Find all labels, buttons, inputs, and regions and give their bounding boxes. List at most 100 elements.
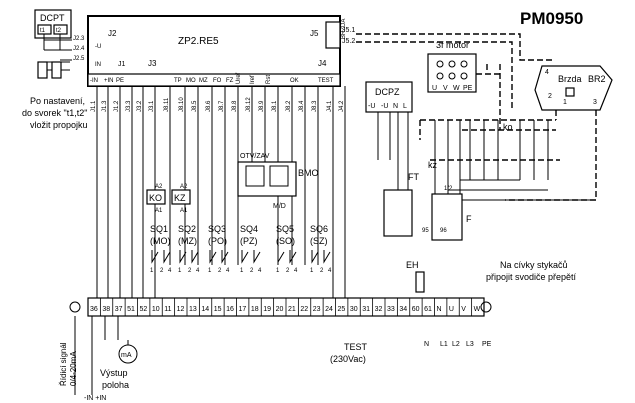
- dcpt-conn-j23: J2.3: [73, 36, 85, 42]
- ft-96: 96: [440, 228, 447, 234]
- connector-pin-6: J8.11: [164, 97, 170, 112]
- limit-switch-func: (PZ): [240, 236, 258, 246]
- terminal-38: 38: [102, 306, 110, 313]
- switch-pin-a: 1: [240, 268, 244, 274]
- connector-pin-10: J8.7: [219, 100, 225, 112]
- brake-pin-2: 2: [548, 93, 552, 100]
- terminal-W: W: [474, 306, 481, 313]
- ft-label: FT: [408, 172, 419, 182]
- terminal-19: 19: [263, 306, 271, 313]
- board-j2: J2: [108, 29, 117, 38]
- dcpt-conn-j24: J2.4: [73, 46, 85, 52]
- board-signal-0: -IN: [90, 78, 98, 84]
- terminal-30: 30: [350, 306, 358, 313]
- note-coil-2: připojit svodiče přepětí: [486, 272, 577, 282]
- board-signal-8: Uref: [236, 72, 242, 84]
- connector-pin-12: J8.12: [246, 97, 252, 112]
- ft-block: FT 1/2 F 95 96: [383, 172, 472, 241]
- supply-L2: L2: [452, 341, 460, 348]
- heater-label: EH: [406, 260, 419, 270]
- limit-switch-name: SQ2: [178, 224, 196, 234]
- bmo-block: OTV/ZAV BMO M/D: [237, 153, 319, 210]
- terminal-12: 12: [177, 306, 185, 313]
- terminal-52: 52: [140, 306, 148, 313]
- switch-pin-b: 2: [188, 268, 192, 274]
- board-u: -U: [95, 44, 101, 50]
- connector-pin-5: J3.1: [149, 100, 155, 112]
- switch-pin-b: 2: [320, 268, 324, 274]
- board-j51: J5.1: [342, 27, 355, 34]
- switch-pin-b: 2: [250, 268, 254, 274]
- board-signal-10: Rst: [266, 75, 272, 84]
- limit-switch-func: (PO): [208, 236, 227, 246]
- connector-pin-17: J8.3: [312, 100, 318, 112]
- dcpt-pin-t2: t2: [56, 28, 62, 34]
- board-signal-7: FZ: [226, 78, 234, 84]
- motor-block: 3f motor U V W PE: [427, 40, 477, 93]
- switch-pin-c: 4: [258, 268, 262, 274]
- dcpz-pin-2: -U: [381, 103, 388, 110]
- dcpz-pin-n: N: [393, 103, 398, 110]
- terminal-37: 37: [115, 306, 123, 313]
- switch-pin-c: 4: [196, 268, 200, 274]
- terminal-60: 60: [412, 306, 420, 313]
- relay-ko-label: KO: [149, 193, 162, 203]
- terminal-17: 17: [239, 306, 247, 313]
- dcpt-conn-j25: J2.5: [73, 56, 85, 62]
- switch-pin-a: 1: [276, 268, 280, 274]
- brake-br2: BR2: [588, 74, 606, 84]
- supply-L3: L3: [466, 341, 474, 348]
- connector-pin-19: J4.2: [339, 100, 345, 112]
- switch-pin-a: 1: [208, 268, 212, 274]
- board-signal-4: MO: [186, 78, 196, 84]
- motor-pin-pe: PE: [463, 85, 473, 92]
- board-brzda: BRZDA: [341, 19, 347, 39]
- note-coil-1: Na cívky stykačů: [500, 260, 568, 270]
- terminal-20: 20: [276, 306, 284, 313]
- terminal-10: 10: [152, 306, 160, 313]
- relay-ko: KO A2 A1: [146, 184, 166, 214]
- ammeter-label: mA: [121, 352, 132, 359]
- note-setting-2: do svorek "t1,t2": [22, 108, 87, 118]
- board-signal-2: PE: [116, 78, 124, 84]
- output-label-1: Výstup: [100, 368, 128, 378]
- contactor-ko: ko: [462, 120, 556, 180]
- contactor-ko-label: ko: [503, 122, 513, 132]
- relay-kz-a2: A2: [180, 184, 188, 190]
- board-j3: J3: [148, 59, 157, 68]
- brake-pin-3: 3: [593, 99, 597, 106]
- output-label-2: poloha: [102, 380, 129, 390]
- board-j52: J5.2: [342, 38, 355, 45]
- connector-pin-15: J8.2: [286, 100, 292, 112]
- limit-switch-func: (SZ): [310, 236, 328, 246]
- board-name: ZP2.RE5: [178, 36, 219, 47]
- connector-pin-3: J3.3: [126, 100, 132, 112]
- dcpt-block: DCPT t1 t2 J2.3 J2.4 J2.5 Po nastavení, …: [22, 9, 88, 130]
- terminal-24: 24: [325, 306, 333, 313]
- connector-pin-9: J8.6: [206, 100, 212, 112]
- test-voltage: (230Vac): [330, 354, 366, 364]
- connector-pin-8: J8.5: [192, 100, 198, 112]
- terminal-51: 51: [127, 306, 135, 313]
- board-in: IN: [95, 62, 101, 68]
- bmo-md: M/D: [273, 203, 286, 210]
- ft-ratio: 1/2: [444, 186, 453, 192]
- supply-PE: PE: [482, 341, 492, 348]
- connector-pin-16: J8.4: [299, 100, 305, 112]
- dcpt-pin-t1: t1: [40, 28, 46, 34]
- board-j4: J4: [318, 59, 327, 68]
- limit-switch-name: SQ1: [150, 224, 168, 234]
- board-signal-3: TP: [174, 78, 182, 84]
- connector-pin-4: J3.2: [137, 100, 143, 112]
- switch-pin-c: 4: [168, 268, 172, 274]
- bmo-label: BMO: [298, 168, 319, 178]
- terminal-N: N: [437, 306, 442, 313]
- terminal-16: 16: [226, 306, 234, 313]
- motor-label: 3f motor: [436, 40, 469, 50]
